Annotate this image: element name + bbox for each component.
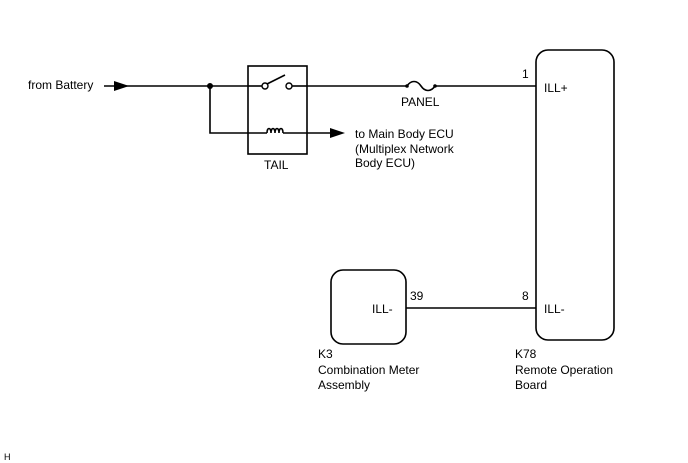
k78-name-line2: Board xyxy=(515,378,547,392)
relay-coil-icon xyxy=(248,127,307,134)
k3-name-line1: Combination Meter xyxy=(318,363,419,377)
ecu-arrow-icon xyxy=(330,128,345,138)
tail-relay-box xyxy=(247,65,308,155)
k78-ill-minus-label: ILL- xyxy=(544,302,565,316)
k78-pin-8: 8 xyxy=(522,289,529,303)
fuse-end-left xyxy=(405,84,409,88)
branch-wire xyxy=(209,86,248,134)
k78-name-line1: Remote Operation xyxy=(515,363,613,377)
to-ecu-label-line2: (Multiplex Network xyxy=(355,142,455,156)
to-ecu-label-line1: to Main Body ECU xyxy=(355,127,454,141)
from-battery-label: from Battery xyxy=(28,78,93,92)
panel-label: PANEL xyxy=(401,95,440,109)
corner-mark: H xyxy=(4,452,11,462)
tail-label: TAIL xyxy=(264,158,289,172)
k3-ill-minus-label: ILL- xyxy=(372,302,393,316)
k78-box xyxy=(535,49,615,341)
k78-code: K78 xyxy=(515,347,537,361)
panel-fuse-icon xyxy=(406,80,436,92)
to-ecu-label-line3: Body ECU) xyxy=(355,156,415,170)
relay-switch-icon xyxy=(248,74,307,90)
k3-code: K3 xyxy=(318,347,333,361)
k3-box xyxy=(330,269,407,345)
battery-arrow-icon xyxy=(114,81,129,91)
k3-name-line2: Assembly xyxy=(318,378,370,392)
k78-ill-plus-label: ILL+ xyxy=(544,81,568,95)
k78-pin-1: 1 xyxy=(522,67,529,81)
k3-pin-39: 39 xyxy=(410,289,424,303)
